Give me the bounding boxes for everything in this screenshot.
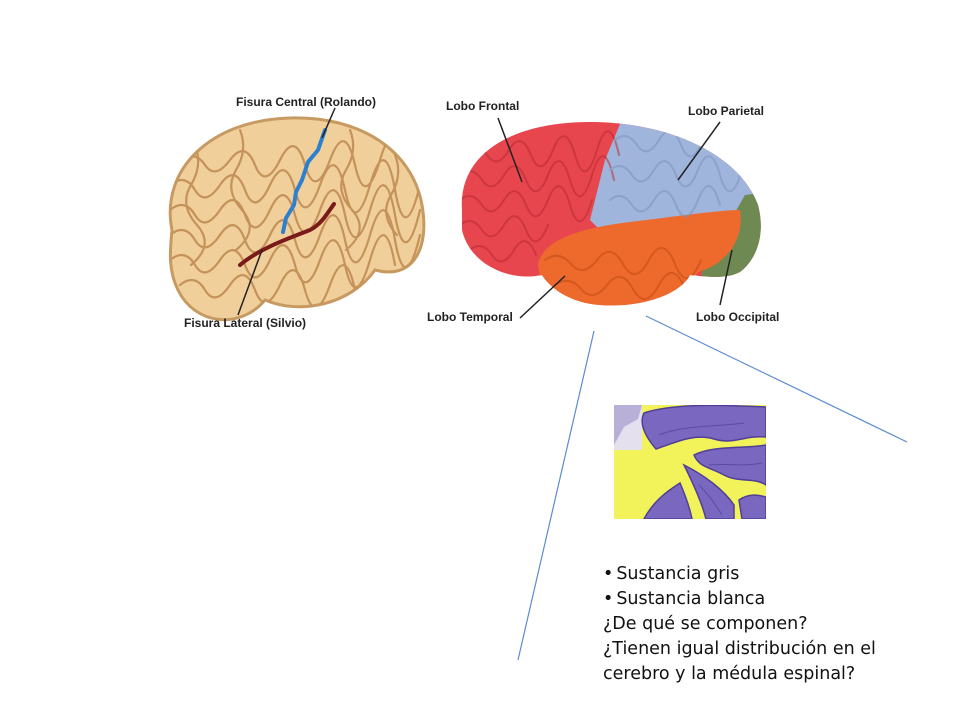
bullet-white-matter: Sustancia blanca bbox=[603, 587, 876, 612]
label-temporal-lobe: Lobo Temporal bbox=[427, 310, 513, 324]
label-central-fissure: Fisura Central (Rolando) bbox=[236, 95, 377, 109]
question-distribution-line2: cerebro y la médula espinal? bbox=[603, 664, 856, 684]
question-composition: ¿De qué se componen? bbox=[603, 614, 808, 634]
label-occipital-lobe: Lobo Occipital bbox=[696, 310, 780, 324]
connector-right bbox=[645, 315, 908, 443]
brain-gyri-illustration bbox=[168, 107, 426, 322]
bullet-gray-matter: Sustancia gris bbox=[603, 562, 876, 587]
label-frontal-lobe: Lobo Frontal bbox=[446, 99, 520, 113]
question-text-block: Sustancia gris Sustancia blanca ¿De qué … bbox=[603, 562, 876, 687]
brain-lobes-illustration bbox=[461, 117, 761, 319]
cerebellum-slice-image bbox=[614, 405, 766, 519]
question-distribution-line1: ¿Tienen igual distribución en el bbox=[603, 639, 876, 659]
connector-left bbox=[517, 330, 595, 661]
label-lateral-fissure: Fisura Lateral (Silvio) bbox=[184, 316, 307, 330]
label-parietal-lobe: Lobo Parietal bbox=[688, 104, 765, 118]
